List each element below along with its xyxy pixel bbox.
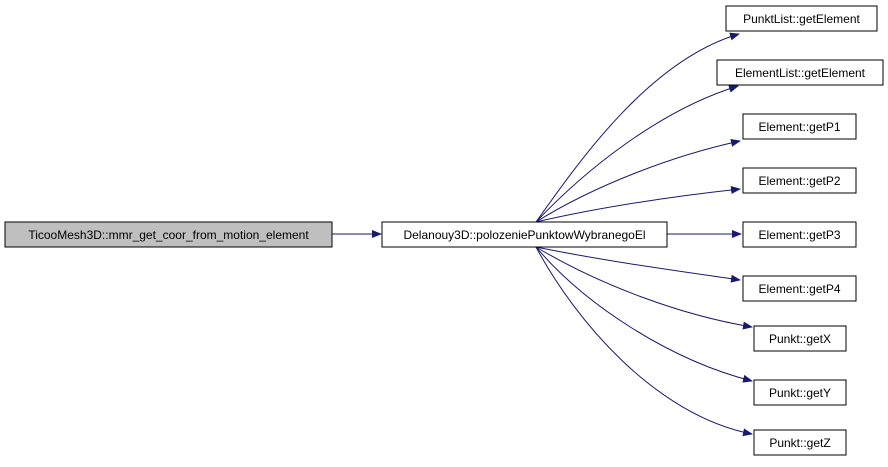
callee-label: ElementList::getElement xyxy=(735,66,866,80)
edge-to-punkt-getx xyxy=(535,246,753,330)
callee-label: Element::getP3 xyxy=(758,228,840,242)
callee-label: Punkt::getY xyxy=(769,386,831,400)
edge-to-element-getp4 xyxy=(535,246,741,283)
callee-node-punkt-gety[interactable]: Punkt::getY xyxy=(753,379,847,406)
callee-node-element-getp4[interactable]: Element::getP4 xyxy=(742,275,857,302)
callee-node-punkt-getz[interactable]: Punkt::getZ xyxy=(753,429,847,456)
callee-node-punktlist-getelement[interactable]: PunktList::getElement xyxy=(725,5,878,32)
edge-to-punktlist-getelement xyxy=(535,32,740,223)
callee-label: PunktList::getElement xyxy=(743,12,860,26)
root-node[interactable]: TicooMesh3D::mmr_get_coor_from_motion_el… xyxy=(4,221,333,248)
callee-node-elementlist-getelement[interactable]: ElementList::getElement xyxy=(716,59,884,86)
callee-label: Element::getP4 xyxy=(758,282,840,296)
edge-to-element-getp1 xyxy=(535,138,741,223)
callee-node-element-getp2[interactable]: Element::getP2 xyxy=(742,167,857,194)
callee-node-punkt-getx[interactable]: Punkt::getX xyxy=(753,325,847,352)
callee-label: Element::getP1 xyxy=(758,120,840,134)
callee-label: Punkt::getZ xyxy=(769,436,830,450)
callee-node-element-getp1[interactable]: Element::getP1 xyxy=(742,113,857,140)
root-node-label: TicooMesh3D::mmr_get_coor_from_motion_el… xyxy=(28,228,309,242)
edges xyxy=(332,32,753,437)
middle-node-label: Delanouy3D::polozeniePunktowWybranegoEl xyxy=(403,228,645,242)
callee-node-element-getp3[interactable]: Element::getP3 xyxy=(742,221,857,248)
edge-to-punkt-getz xyxy=(535,246,753,437)
edge-to-elementlist-getelement xyxy=(535,84,739,223)
middle-node[interactable]: Delanouy3D::polozeniePunktowWybranegoEl xyxy=(381,221,668,248)
edge-to-punkt-gety xyxy=(535,246,753,383)
callee-label: Element::getP2 xyxy=(758,174,840,188)
edge-to-element-getp2 xyxy=(535,185,741,223)
callee-label: Punkt::getX xyxy=(769,332,831,346)
